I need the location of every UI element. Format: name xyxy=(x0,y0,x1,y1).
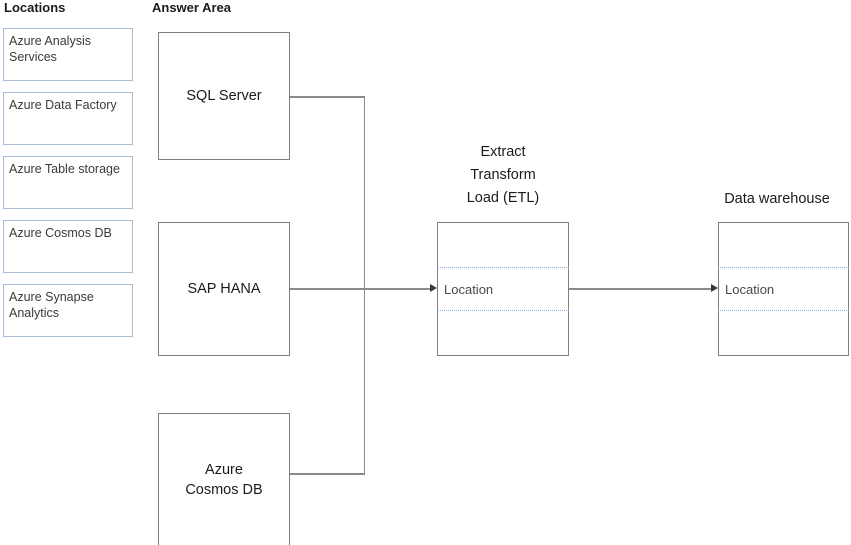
etl-box: Location xyxy=(437,222,569,356)
data-warehouse-caption: Data warehouse xyxy=(724,191,830,207)
source-box-azure-cosmos-db: Azure Cosmos DB xyxy=(158,413,290,545)
connector-vertical-trunk xyxy=(363,96,365,475)
etl-caption: Extract Transform Load (ETL) xyxy=(466,144,540,206)
location-item-azure-analysis-services[interactable]: Azure Analysis Services xyxy=(3,28,133,81)
data-warehouse-drop-slot[interactable]: Location xyxy=(718,267,849,311)
locations-list: Azure Analysis Services Azure Data Facto… xyxy=(3,28,133,348)
location-item-azure-table-storage[interactable]: Azure Table storage xyxy=(3,156,133,209)
locations-heading: Locations xyxy=(4,0,66,15)
arrowhead-into-etl xyxy=(430,284,437,292)
location-item-azure-cosmos-db[interactable]: Azure Cosmos DB xyxy=(3,220,133,273)
source-box-sap-hana: SAP HANA xyxy=(158,222,290,356)
data-warehouse-box: Location xyxy=(718,222,849,356)
connector-etl-to-data-warehouse xyxy=(569,288,714,290)
connector-sources-to-etl xyxy=(290,288,433,290)
connector-cosmos-db-to-trunk xyxy=(290,473,365,475)
location-item-azure-synapse-analytics[interactable]: Azure Synapse Analytics xyxy=(3,284,133,337)
etl-drop-slot[interactable]: Location xyxy=(437,267,569,311)
source-box-sql-server: SQL Server xyxy=(158,32,290,160)
arrowhead-into-data-warehouse xyxy=(711,284,718,292)
connector-sql-server-to-trunk xyxy=(290,96,365,98)
location-item-azure-data-factory[interactable]: Azure Data Factory xyxy=(3,92,133,145)
answer-area-heading: Answer Area xyxy=(152,0,231,15)
